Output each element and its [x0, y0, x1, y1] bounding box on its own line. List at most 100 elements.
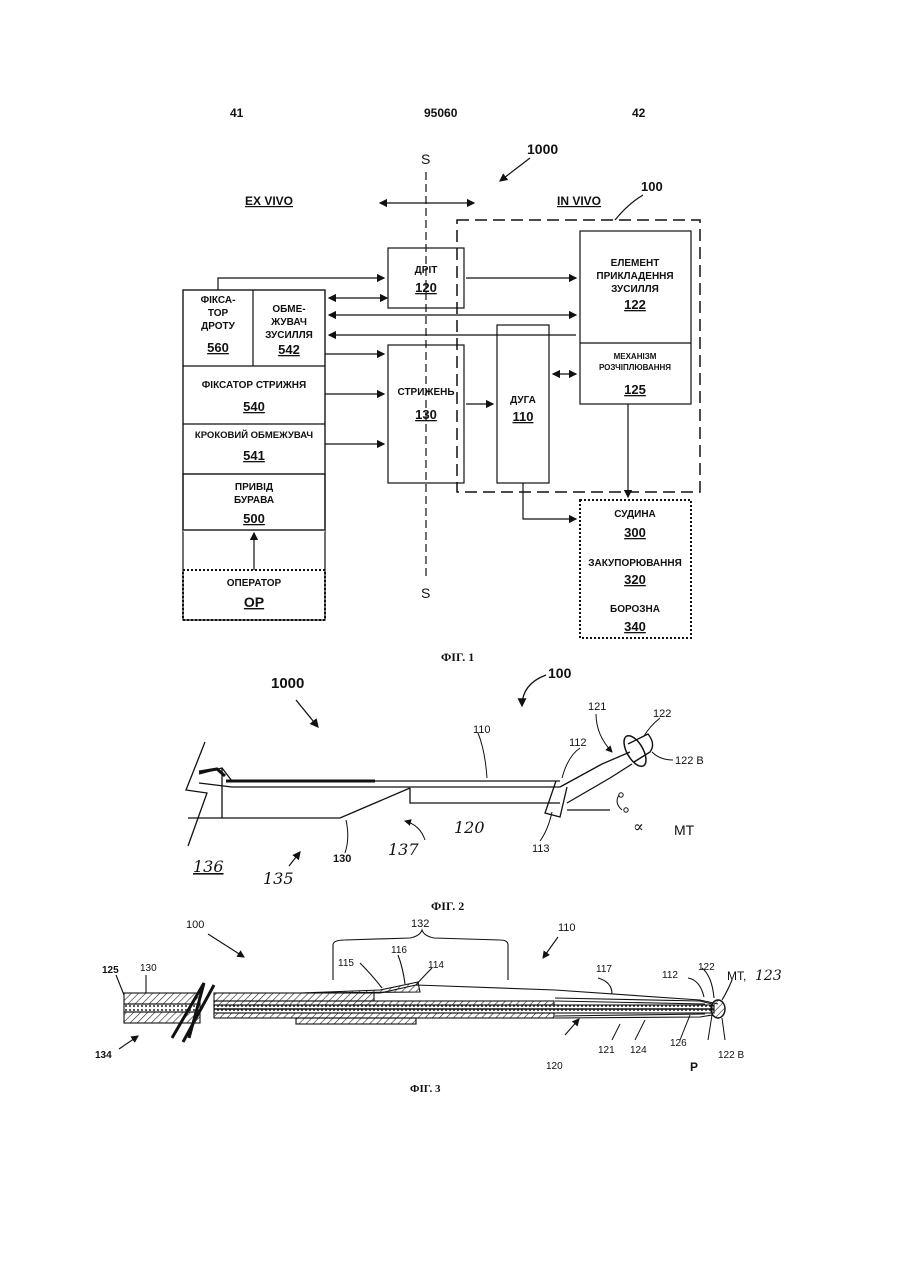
- fig2-label-1000: 1000: [271, 675, 304, 692]
- rod-fixer-540: ФІКСАТОР СТРИЖНЯ 540: [202, 380, 306, 414]
- figure-3-caption: ФІГ. 3: [410, 1083, 441, 1095]
- figure-2-caption: ФІГ. 2: [431, 899, 464, 913]
- svg-text:122 B: 122 B: [718, 1050, 744, 1061]
- svg-text:СУДИНА: СУДИНА: [614, 509, 656, 520]
- svg-text:130: 130: [140, 963, 157, 974]
- svg-text:ДРОТУ: ДРОТУ: [201, 321, 236, 332]
- figure-1-caption: ФІГ. 1: [441, 650, 474, 664]
- svg-text:P: P: [690, 1060, 698, 1074]
- svg-text:560: 560: [207, 340, 229, 355]
- fig3-label-110: 110: [558, 922, 576, 934]
- svg-text:113: 113: [532, 843, 550, 855]
- svg-text:500: 500: [243, 511, 265, 526]
- svg-text:542: 542: [278, 342, 300, 357]
- svg-text:ТОР: ТОР: [208, 308, 229, 319]
- svg-text:∝: ∝: [633, 817, 644, 836]
- fig2-break-line: [186, 742, 207, 846]
- svg-text:122: 122: [698, 962, 715, 973]
- svg-text:122: 122: [624, 297, 646, 312]
- svg-text:126: 126: [670, 1038, 687, 1049]
- drill-drive-text: ПРИВІД БУРАВА 500: [234, 482, 274, 526]
- svg-text:120: 120: [454, 818, 485, 837]
- svg-text:OP: OP: [244, 594, 264, 610]
- svg-text:117: 117: [596, 964, 612, 975]
- rod-number: 130: [415, 407, 437, 422]
- svg-text:110: 110: [473, 724, 491, 736]
- svg-text:124: 124: [630, 1045, 647, 1056]
- fig3-tip-ball: [711, 1000, 725, 1018]
- fig3-label-132: 132: [411, 918, 429, 930]
- svg-text:125: 125: [102, 965, 119, 976]
- rod-label: СТРИЖЕНЬ: [397, 387, 454, 398]
- svg-text:КРОКОВИЙ ОБМЕЖУВАЧ: КРОКОВИЙ ОБМЕЖУВАЧ: [195, 429, 313, 441]
- svg-text:320: 320: [624, 572, 646, 587]
- svg-text:125: 125: [624, 382, 646, 397]
- svg-text:ЗУСИЛЛЯ: ЗУСИЛЛЯ: [611, 284, 659, 295]
- svg-text:116: 116: [391, 945, 407, 956]
- svg-text:ПРИВІД: ПРИВІД: [235, 482, 273, 493]
- svg-text:МЕХАНІЗМ: МЕХАНІЗМ: [614, 352, 657, 361]
- svg-text:MT: MT: [674, 822, 695, 838]
- svg-text:122: 122: [653, 708, 671, 720]
- svg-text:ЕЛЕМЕНТ: ЕЛЕМЕНТ: [611, 258, 660, 269]
- svg-text:MT,: MT,: [727, 969, 746, 983]
- operator-text: ОПЕРАТОР OP: [227, 578, 282, 610]
- svg-text:114: 114: [428, 960, 444, 971]
- system-label-1000: 1000: [527, 141, 558, 157]
- svg-text:540: 540: [243, 399, 265, 414]
- release-mechanism-125: МЕХАНІЗМ РОЗЧІПЛЮВАННЯ 125: [599, 352, 671, 397]
- force-element-box-122: [580, 231, 691, 404]
- wire-fixer-560: ФІКСА- ТОР ДРОТУ 560: [201, 295, 236, 355]
- arc-label: ДУГА: [510, 395, 536, 406]
- svg-text:121: 121: [588, 701, 606, 713]
- svg-text:123: 123: [755, 968, 782, 984]
- svg-text:137: 137: [388, 840, 419, 859]
- svg-text:ПРИКЛАДЕННЯ: ПРИКЛАДЕННЯ: [596, 271, 673, 282]
- vessel-box-300: [580, 500, 691, 638]
- svg-text:120: 120: [546, 1061, 563, 1072]
- svg-text:130: 130: [333, 853, 351, 865]
- fig3-label-100: 100: [186, 919, 204, 931]
- arc-number: 110: [513, 409, 534, 424]
- device-leader-line: [615, 195, 643, 220]
- fig2-force-element-head: [620, 732, 651, 769]
- svg-text:136: 136: [193, 857, 224, 876]
- svg-text:115: 115: [338, 958, 354, 969]
- svg-text:РОЗЧІПЛЮВАННЯ: РОЗЧІПЛЮВАННЯ: [599, 363, 671, 372]
- svg-text:БОРОЗНА: БОРОЗНА: [610, 604, 660, 615]
- figure-2-device-side-view: 1000 100: [186, 665, 704, 913]
- svg-text:ФІКСА-: ФІКСА-: [201, 295, 236, 306]
- svg-text:541: 541: [243, 448, 265, 463]
- svg-text:112: 112: [662, 970, 678, 981]
- svg-text:ОБМЕ-: ОБМЕ-: [272, 304, 305, 315]
- axis-label-top: S: [421, 151, 430, 167]
- svg-text:122 B: 122 B: [675, 755, 704, 767]
- in-vivo-device-region: [457, 220, 700, 492]
- fig2-label-100: 100: [548, 665, 572, 681]
- svg-text:121: 121: [598, 1045, 615, 1056]
- svg-text:ЖУВАЧ: ЖУВАЧ: [270, 317, 307, 328]
- system-pointer-arrow: [500, 158, 530, 181]
- device-label-100: 100: [641, 179, 663, 194]
- svg-text:134: 134: [95, 1050, 112, 1061]
- svg-text:112: 112: [569, 737, 587, 749]
- ex-vivo-label: EX VIVO: [245, 194, 293, 208]
- svg-text:ЗУСИЛЛЯ: ЗУСИЛЛЯ: [265, 330, 313, 341]
- svg-text:300: 300: [624, 525, 646, 540]
- wire-label: ДРІТ: [415, 265, 438, 276]
- svg-text:ФІКСАТОР СТРИЖНЯ: ФІКСАТОР СТРИЖНЯ: [202, 380, 306, 391]
- axis-label-bottom: S: [421, 585, 430, 601]
- force-limiter-542: ОБМЕ- ЖУВАЧ ЗУСИЛЛЯ 542: [265, 304, 313, 357]
- step-limiter-541: КРОКОВИЙ ОБМЕЖУВАЧ 541: [195, 429, 313, 463]
- figure-3-longitudinal-section: 100 132 110: [95, 918, 782, 1095]
- wire-number: 120: [415, 280, 437, 295]
- figure-1-block-diagram: 1000 100 S S EX VIVO IN VIVO ДРІТ 120 ФІ…: [183, 141, 700, 664]
- force-element-text: ЕЛЕМЕНТ ПРИКЛАДЕННЯ ЗУСИЛЛЯ 122: [596, 258, 673, 312]
- svg-text:ЗАКУПОРЮВАННЯ: ЗАКУПОРЮВАННЯ: [588, 558, 682, 569]
- svg-text:ОПЕРАТОР: ОПЕРАТОР: [227, 578, 282, 589]
- svg-text:БУРАВА: БУРАВА: [234, 495, 274, 506]
- fig2-reference-labels: 110 112 121 122 122 B MT ∝ 120 113 130 1…: [193, 701, 704, 888]
- vessel-text: СУДИНА 300 ЗАКУПОРЮВАННЯ 320 БОРОЗНА 340: [588, 509, 682, 634]
- svg-text:340: 340: [624, 619, 646, 634]
